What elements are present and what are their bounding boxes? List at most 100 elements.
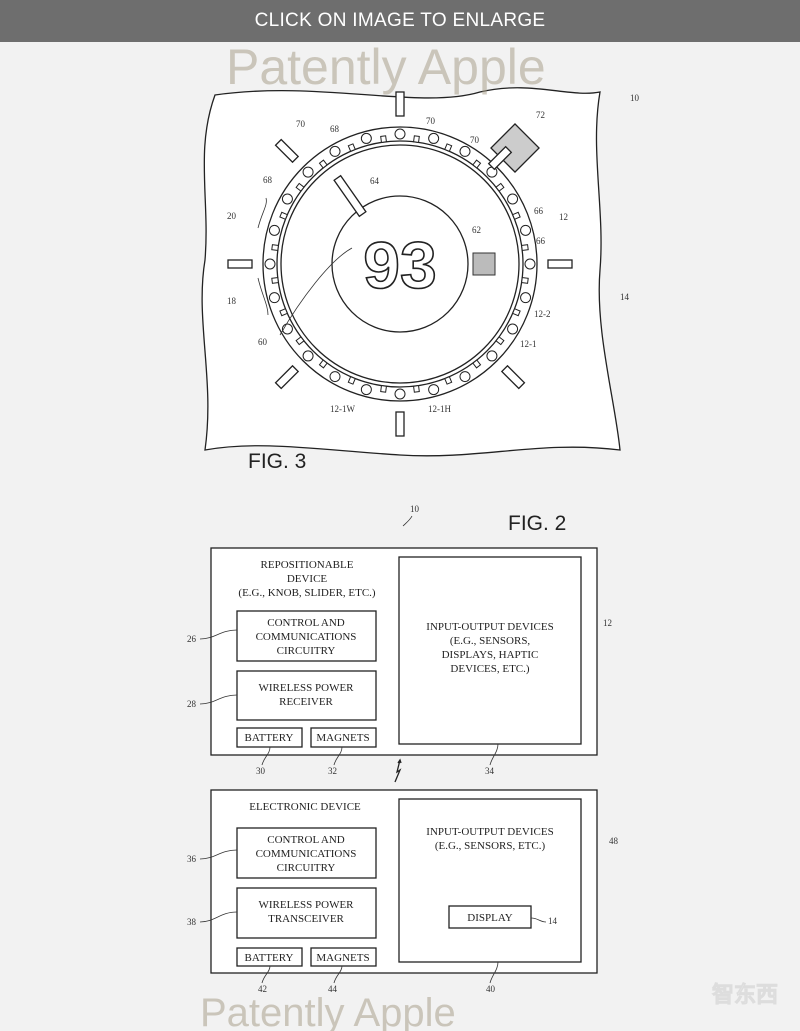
detent-68: [347, 143, 356, 152]
detent-68: [295, 336, 305, 346]
magnet-dot-66: [507, 323, 519, 335]
ref-12: 12: [603, 618, 612, 628]
control-circuitry-label: COMMUNICATIONS: [256, 631, 357, 643]
ref-62: 62: [472, 225, 481, 235]
display-label: DISPLAY: [467, 912, 512, 924]
io-devices-label: DEVICES, ETC.): [450, 663, 529, 675]
ring-tick-marks: [227, 91, 573, 437]
ref-70: 70: [470, 135, 480, 145]
marker-70: [395, 411, 405, 437]
detent-68: [347, 376, 356, 385]
arrow-18: [257, 277, 269, 316]
control-circuitry-label: CONTROL AND: [267, 617, 345, 629]
ring-dots: [264, 128, 536, 400]
control-circuitry-label: CIRCUITRY: [277, 862, 336, 874]
ring-outer: [262, 126, 538, 402]
ref-36: 36: [187, 854, 197, 864]
battery-label: BATTERY: [245, 952, 294, 964]
magnet-dot-66: [302, 350, 314, 362]
magnet-dot-66: [268, 224, 280, 236]
fig2-caption: FIG. 2: [508, 512, 566, 535]
ref-12-2: 12-2: [534, 309, 551, 319]
detent-68: [472, 159, 482, 169]
ref-44: 44: [328, 984, 338, 994]
detent-68: [512, 211, 521, 220]
block-title: DEVICE: [287, 573, 328, 585]
detent-68: [512, 308, 521, 317]
corner-logo-watermark: 智东西: [712, 982, 779, 1009]
detent-68: [444, 143, 453, 152]
control-circuitry-label: CIRCUITRY: [277, 645, 336, 657]
ref-68: 68: [330, 124, 340, 134]
patently-apple-watermark: Patently Apple: [226, 39, 546, 95]
magnet-dot-66: [329, 145, 341, 157]
ref-28: 28: [187, 699, 197, 709]
marker-70: [274, 138, 300, 164]
magnet-dot-66: [302, 166, 314, 178]
ref-64: 64: [370, 176, 380, 186]
ref-18: 18: [227, 296, 237, 306]
magnet-dot-66: [268, 292, 280, 304]
arrow-20: [257, 197, 267, 229]
detent-68: [472, 359, 482, 369]
io-devices-label: DISPLAYS, HAPTIC: [442, 649, 539, 661]
ref-12-1w: 12-1W: [330, 404, 355, 414]
ref-14: 14: [548, 916, 558, 926]
wireless-power-label: TRANSCEIVER: [268, 913, 344, 925]
repositionable-device-block: REPOSITIONABLE DEVICE (E.G., KNOB, SLIDE…: [187, 547, 612, 776]
leader-10: [402, 515, 413, 527]
magnet-dot-66: [520, 292, 532, 304]
leader-60: [279, 247, 353, 336]
ref-12: 12: [559, 212, 568, 222]
ref-66: 66: [536, 236, 546, 246]
electronic-device-block: ELECTRONIC DEVICE CONTROL AND COMMUNICAT…: [187, 789, 619, 994]
magnet-dot-66: [329, 371, 341, 383]
ref-42: 42: [258, 984, 267, 994]
magnet-dot-66: [507, 193, 519, 205]
magnet-dot-66: [520, 224, 532, 236]
enlarge-banner[interactable]: CLICK ON IMAGE TO ENLARGE: [0, 0, 800, 42]
magnet-dot-66: [486, 350, 498, 362]
display-value: 93: [363, 228, 436, 302]
hatched-element-62: [472, 252, 496, 276]
marker-70: [395, 91, 405, 117]
fig3: 93 10 70 70 70 72 68 68 64 20 18 66 12 6…: [201, 87, 640, 473]
detent-68: [279, 308, 288, 317]
detent-68: [279, 211, 288, 220]
wireless-power-label: WIRELESS POWER: [258, 682, 354, 694]
ref-34: 34: [485, 766, 495, 776]
marker-70: [227, 259, 253, 269]
magnet-dot-66: [360, 132, 372, 144]
patently-apple-watermark: Patently Apple: [200, 991, 456, 1031]
detent-68: [413, 385, 420, 393]
detent-68: [271, 277, 279, 284]
magnets-label: MAGNETS: [316, 732, 369, 744]
detent-68: [413, 135, 420, 143]
io-devices-label: INPUT-OUTPUT DEVICES: [426, 826, 553, 838]
banner-text: CLICK ON IMAGE TO ENLARGE: [254, 10, 546, 31]
ref-30: 30: [256, 766, 266, 776]
marker-70: [547, 259, 573, 269]
ref-68: 68: [263, 175, 273, 185]
io-devices-label: (E.G., SENSORS,: [450, 635, 531, 647]
wireless-power-label: RECEIVER: [279, 696, 333, 708]
detent-68: [521, 244, 529, 251]
ref-12-1h: 12-1H: [428, 404, 451, 414]
magnets-label: MAGNETS: [316, 952, 369, 964]
ref-70: 70: [296, 119, 306, 129]
indicator-64: [333, 174, 367, 218]
detent-68: [318, 159, 328, 169]
ref-10: 10: [630, 93, 640, 103]
detent-68: [444, 376, 453, 385]
ref-70: 70: [426, 116, 436, 126]
control-circuitry-label: COMMUNICATIONS: [256, 848, 357, 860]
battery-label: BATTERY: [245, 732, 294, 744]
ref-66: 66: [534, 206, 544, 216]
detent-68: [495, 182, 505, 192]
fig2: FIG. 2 10 REPOSITIONABLE DEVICE (E.G., K…: [187, 504, 619, 994]
fig3-caption: FIG. 3: [248, 450, 306, 473]
ring-inner-outer-edge: [276, 140, 524, 388]
ref-72: 72: [536, 110, 545, 120]
magnet-dot-66: [264, 258, 276, 270]
